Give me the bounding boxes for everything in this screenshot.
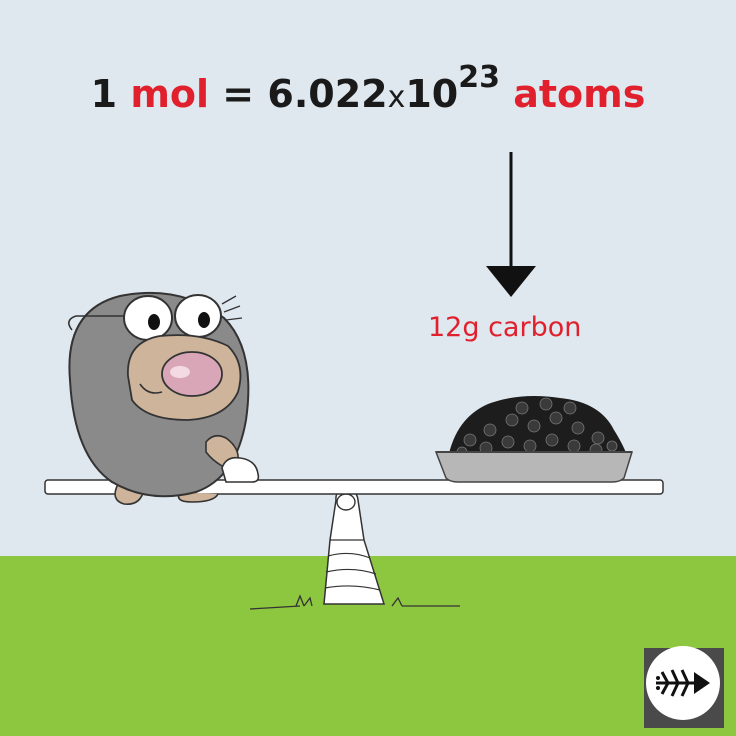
- down-arrow-icon: [486, 152, 536, 297]
- equation-times: x: [387, 80, 406, 115]
- mole-equation: 1 mol = 6.022x1023 atoms: [0, 63, 736, 116]
- equation-number: 1: [90, 72, 118, 116]
- equation-base: 10: [405, 72, 459, 116]
- equation-unit: mol: [130, 72, 210, 116]
- equation-equals: =: [222, 72, 255, 116]
- grass-tufts: [249, 594, 460, 610]
- mole-character: [68, 291, 260, 506]
- carbon-label: 12g carbon: [428, 312, 582, 343]
- fish-bone-logo-icon: [656, 669, 710, 697]
- carbon-tray: [434, 396, 634, 483]
- seesaw-fulcrum: [323, 489, 386, 605]
- equation-exponent: 23: [458, 60, 500, 96]
- equation-suffix: atoms: [513, 72, 646, 116]
- equation-mantissa: 6.022: [267, 72, 388, 116]
